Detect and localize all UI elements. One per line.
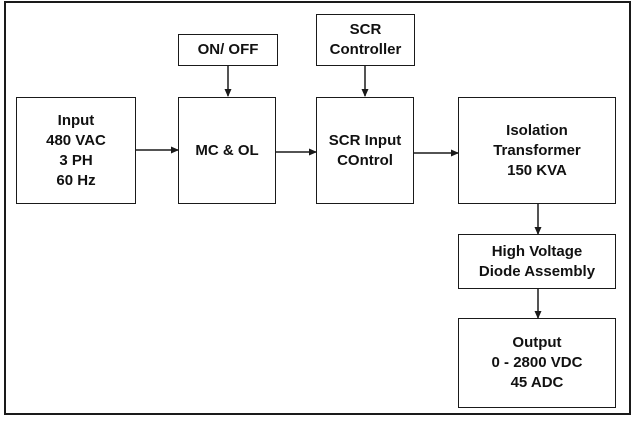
output-block-label: Output 0 - 2800 VDC 45 ADC [491, 334, 583, 391]
mc-ol-block-label: MC & OL [195, 141, 259, 159]
scr-input-control-block: SCR Input COntrol [316, 97, 414, 204]
on-off-block: ON/ OFF [178, 34, 278, 66]
isolation-transformer-block-label: Isolation Transformer 150 KVA [493, 121, 581, 179]
isolation-transformer-block: Isolation Transformer 150 KVA [458, 97, 616, 204]
scr-controller-block-label: SCR Controller [329, 21, 402, 58]
input-block: Input 480 VAC 3 PH 60 Hz [16, 97, 136, 204]
hv-diode-assembly-block: High Voltage Diode Assembly [458, 234, 616, 289]
diagram-frame [4, 1, 631, 415]
input-block-label: Input 480 VAC 3 PH 60 Hz [46, 111, 106, 189]
scr-controller-block: SCR Controller [316, 14, 415, 66]
output-block: Output 0 - 2800 VDC 45 ADC [458, 318, 616, 408]
scr-input-control-block-label: SCR Input COntrol [328, 131, 402, 169]
on-off-block-label: ON/ OFF [197, 41, 259, 58]
mc-ol-block: MC & OL [178, 97, 276, 204]
hv-diode-assembly-block-label: High Voltage Diode Assembly [478, 242, 596, 280]
